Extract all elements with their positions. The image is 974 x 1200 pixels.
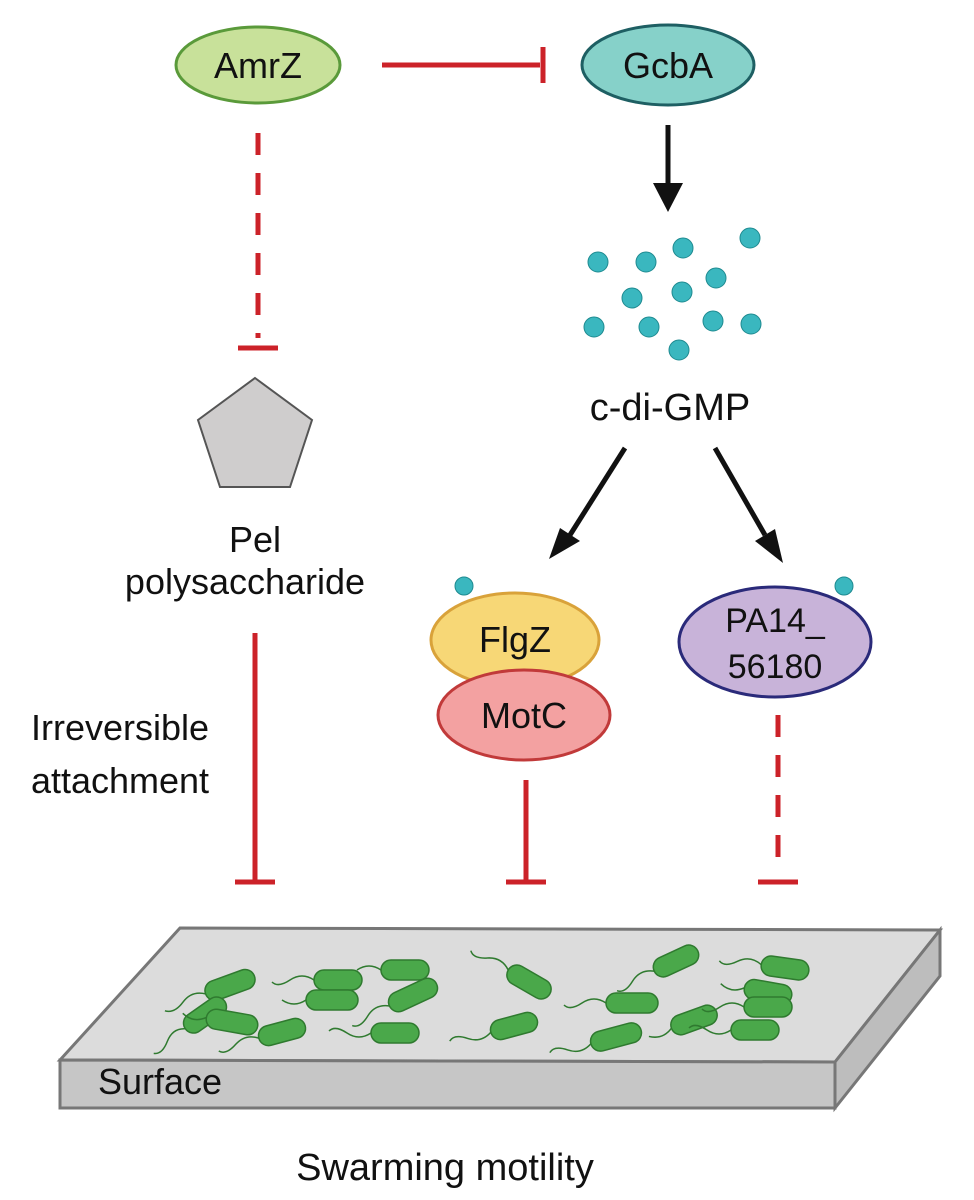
irreversible-label-line2: attachment: [31, 760, 209, 801]
amrz-inhibits-gcba: [382, 47, 546, 83]
bacterium-icon: [449, 1011, 539, 1042]
bacterium-icon: [563, 992, 659, 1014]
surface-label: Surface: [98, 1061, 222, 1102]
pa14-bound-cdigmp: [834, 576, 854, 596]
pel-label-line2: polysaccharide: [125, 561, 365, 602]
pa14-node: PA14_ 56180: [677, 585, 873, 699]
gcba-activates-cdigmp: [653, 125, 683, 212]
bacterium-icon: [328, 1022, 420, 1044]
pel-label-line1: Pel: [229, 519, 281, 560]
irreversible-label-line1: Irreversible: [31, 707, 209, 748]
bacterium-icon: [718, 955, 810, 981]
flgz-node: FlgZ: [429, 591, 601, 689]
bacterium-icon: [356, 959, 430, 981]
bacterium-icon: [351, 977, 439, 1027]
bacterium-icon: [701, 996, 793, 1018]
flgz-bound-cdigmp: [454, 576, 474, 596]
bacterium-icon: [470, 950, 552, 1000]
gcba-node: GcbA: [580, 23, 756, 107]
bacterium-icon: [648, 1004, 718, 1038]
amrz-inhibits-pel: [238, 133, 278, 351]
motc-node: MotC: [436, 668, 612, 762]
bacterium-icon: [182, 1008, 259, 1036]
bacterium-icon: [616, 944, 700, 992]
bacterium-icon: [218, 1017, 307, 1053]
bacteria-group: [153, 944, 810, 1055]
cdigmp-activates-flgz: [549, 446, 628, 559]
amrz-label: AmrZ: [214, 45, 302, 86]
pa14-inhibits-swarming: [758, 715, 798, 885]
motc-inhibits-swarming: [506, 780, 546, 885]
cdigmp-activates-pa14: [712, 446, 783, 563]
gcba-label: GcbA: [623, 45, 713, 86]
pentagon-icon: [196, 376, 314, 488]
flgz-label: FlgZ: [479, 619, 551, 660]
bacterium-icon: [281, 989, 359, 1011]
swarming-label: Swarming motility: [296, 1147, 594, 1189]
pa14-label-line2: 56180: [728, 648, 823, 686]
cdigmp-label: c-di-GMP: [590, 387, 750, 429]
amrz-node: AmrZ: [174, 25, 342, 105]
bacterium-icon: [688, 1019, 780, 1041]
motc-label: MotC: [481, 695, 567, 736]
bacterium-icon: [549, 1022, 643, 1054]
pel-inhibits-swarming: [235, 633, 275, 885]
molecule-dots-icon: [583, 227, 762, 361]
pa14-label-line1: PA14_: [725, 602, 826, 640]
bacterium-icon: [164, 968, 256, 1013]
